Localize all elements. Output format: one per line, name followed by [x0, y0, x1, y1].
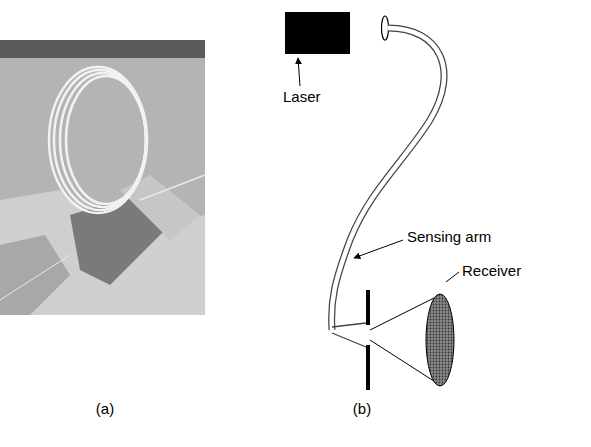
leader-line [446, 272, 459, 282]
leader-arrow [298, 58, 300, 86]
part-label: Laser [283, 88, 321, 105]
panel-label: (b) [353, 400, 371, 417]
leader-arrow [354, 240, 403, 258]
optical-fiber [332, 28, 444, 347]
part-label: Receiver [462, 262, 521, 279]
aperture-plate [366, 290, 370, 390]
laser-source [285, 12, 350, 54]
part-label: Sensing arm [407, 228, 491, 245]
panel-label: (a) [96, 400, 114, 417]
lens [382, 16, 389, 40]
fiber-photo [0, 40, 205, 315]
receiver-detector [426, 294, 454, 386]
